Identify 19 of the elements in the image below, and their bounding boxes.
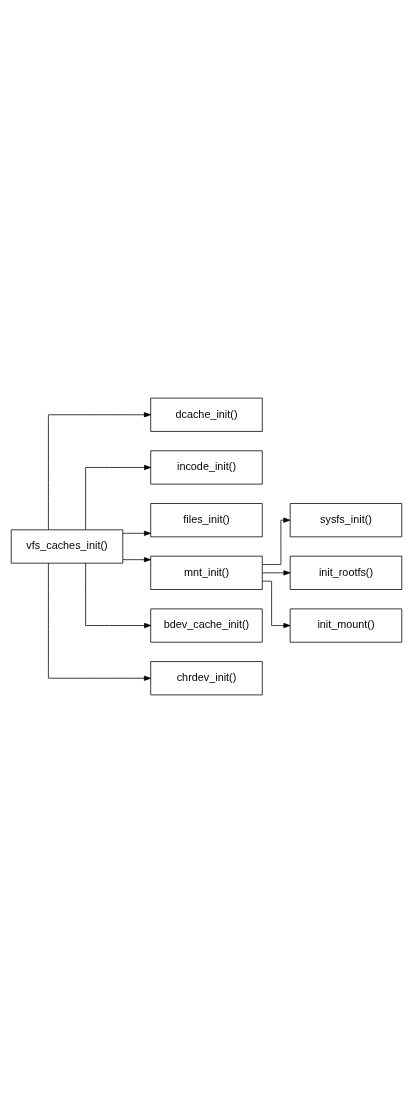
node-box: sysfs_init() — [289, 503, 403, 538]
arrow — [85, 562, 152, 629]
arrow — [262, 517, 291, 565]
arrow — [122, 530, 151, 536]
arrow — [48, 562, 151, 681]
node-box: init_mount() — [289, 608, 403, 643]
arrow — [122, 557, 151, 563]
node-box: files_init() — [150, 503, 263, 538]
node-box: bdev_cache_init() — [150, 608, 263, 643]
node-box: init_rootfs() — [289, 555, 403, 590]
arrow — [262, 580, 291, 629]
arrow — [85, 464, 152, 531]
node-box: mnt_init() — [150, 555, 263, 590]
node-box: dcache_init() — [150, 397, 263, 432]
arrow — [48, 412, 151, 531]
arrow — [262, 570, 291, 576]
node-box: vfs_caches_init() — [10, 529, 124, 564]
node-box: incode_init() — [150, 450, 263, 485]
node-box: chrdev_init() — [150, 661, 263, 696]
